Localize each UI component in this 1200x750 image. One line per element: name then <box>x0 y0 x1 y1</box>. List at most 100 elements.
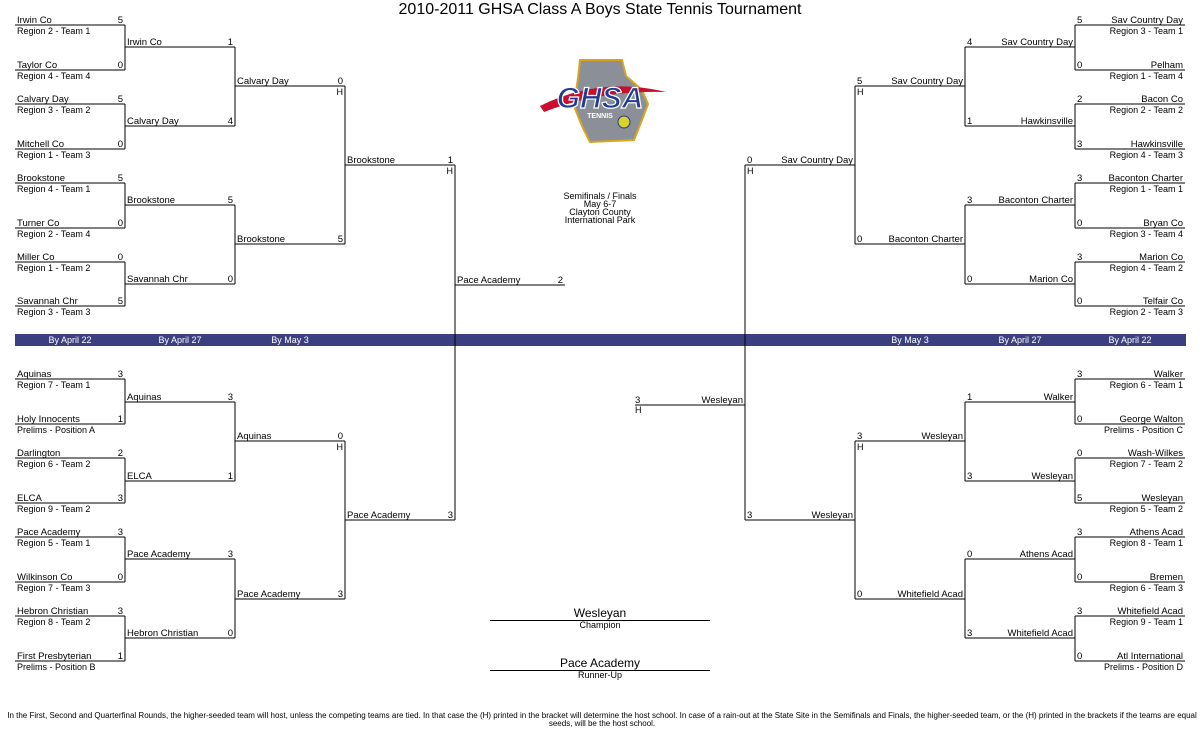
left-r1-score: 5 <box>118 296 123 307</box>
left-qf-team: Calvary Day <box>237 76 289 87</box>
right-r2-score: 3 <box>967 471 972 482</box>
right-r1-seed: Region 4 - Team 2 <box>1110 263 1183 273</box>
right-final-host: H <box>635 405 642 415</box>
right-r1-team: Wash-Wilkes <box>1128 448 1183 459</box>
left-r2-team: Hebron Christian <box>127 628 198 639</box>
left-r2-score: 1 <box>228 471 233 482</box>
left-final-team: Pace Academy <box>457 275 521 286</box>
right-qf-team: Sav Country Day <box>891 76 963 87</box>
ghsa-tennis-logo: GHSA TENNIS <box>540 59 666 144</box>
right-r1-seed: Region 9 - Team 1 <box>1110 617 1183 627</box>
left-r1-team: Pace Academy <box>17 527 81 538</box>
right-r1-score: 0 <box>1077 296 1082 307</box>
right-r1-seed: Region 8 - Team 1 <box>1110 538 1183 548</box>
runner-up-name: Pace Academy <box>559 656 641 670</box>
left-qf-team: Pace Academy <box>237 589 301 600</box>
right-r1-score: 0 <box>1077 448 1082 459</box>
band-label-left-r2: By April 27 <box>158 335 202 345</box>
left-r2-score: 4 <box>228 116 233 127</box>
left-r2-team: Aquinas <box>127 392 162 403</box>
right-r1-team: Marion Co <box>1139 252 1183 263</box>
left-r1-team: Calvary Day <box>17 94 69 105</box>
right-r2-team: Walker <box>1044 392 1073 403</box>
left-r1-score: 0 <box>118 139 123 150</box>
right-r1-seed: Region 6 - Team 3 <box>1110 583 1183 593</box>
left-r1-score: 5 <box>118 94 123 105</box>
left-r2-team: Savannah Chr <box>127 274 188 285</box>
champion-label: Champion <box>579 620 621 630</box>
right-qf-score: 5 <box>857 76 862 87</box>
band-label-left-r1: By April 22 <box>48 335 92 345</box>
right-qf-team: Whitefield Acad <box>898 589 963 600</box>
left-r1-seed: Prelims - Position A <box>17 425 95 435</box>
left-r1-score: 1 <box>118 651 123 662</box>
right-r2-score: 3 <box>967 195 972 206</box>
left-r1-score: 3 <box>118 369 123 380</box>
left-r1-score: 5 <box>118 173 123 184</box>
right-r1-team: Baconton Charter <box>1109 173 1183 184</box>
right-r1-score: 3 <box>1077 369 1082 380</box>
info-line: International Park <box>564 215 636 225</box>
right-r2-score: 0 <box>967 549 972 560</box>
left-r1-score: 1 <box>118 414 123 425</box>
right-r1-score: 0 <box>1077 60 1082 71</box>
left-r1-seed: Region 9 - Team 2 <box>17 504 90 514</box>
left-r2-team: Irwin Co <box>127 37 162 48</box>
right-sf-score: 3 <box>747 510 752 521</box>
left-r2-score: 0 <box>228 274 233 285</box>
left-r1-seed: Region 4 - Team 1 <box>17 184 90 194</box>
right-final-score: 3 <box>635 395 640 406</box>
right-r2-team: Marion Co <box>1029 274 1073 285</box>
right-r1-seed: Region 6 - Team 1 <box>1110 380 1183 390</box>
left-sf-host: H <box>447 166 454 176</box>
left-r1-seed: Region 2 - Team 4 <box>17 229 90 239</box>
right-r2-team: Hawkinsville <box>1021 116 1073 127</box>
right-r1-seed: Prelims - Position D <box>1104 662 1184 672</box>
right-r1-team: Atl International <box>1117 651 1183 662</box>
right-r1-seed: Region 1 - Team 1 <box>1110 184 1183 194</box>
left-qf-score: 0 <box>338 76 343 87</box>
left-r2-score: 5 <box>228 195 233 206</box>
champion-name: Wesleyan <box>573 606 627 620</box>
left-r1-seed: Prelims - Position B <box>17 662 96 672</box>
hosting-footnote: In the First, Second and Quarterfinal Ro… <box>7 711 1197 728</box>
left-r1-score: 5 <box>118 15 123 26</box>
right-r1-score: 3 <box>1077 173 1082 184</box>
left-r1-team: Taylor Co <box>17 60 57 71</box>
right-r1-team: Bremen <box>1150 572 1183 583</box>
left-r1-seed: Region 5 - Team 1 <box>17 538 90 548</box>
right-r1-team: Bryan Co <box>1143 218 1183 229</box>
right-r1-score: 3 <box>1077 139 1082 150</box>
band-label-right-qf: By May 3 <box>891 335 929 345</box>
left-sf-team: Pace Academy <box>347 510 411 521</box>
left-r2-team: Pace Academy <box>127 549 191 560</box>
left-r1-seed: Region 1 - Team 3 <box>17 150 90 160</box>
right-r1-team: Whitefield Acad <box>1118 606 1183 617</box>
right-qf-host: H <box>857 87 864 97</box>
right-r1-score: 3 <box>1077 606 1082 617</box>
right-r1-seed: Region 2 - Team 3 <box>1110 307 1183 317</box>
right-qf-host: H <box>857 442 864 452</box>
right-r1-seed: Region 4 - Team 3 <box>1110 150 1183 160</box>
runner-up-line <box>490 670 710 671</box>
right-r2-score: 4 <box>967 37 972 48</box>
left-r1-seed: Region 1 - Team 2 <box>17 263 90 273</box>
info-line: Semifinals / Finals <box>563 191 637 201</box>
left-r1-score: 0 <box>118 218 123 229</box>
left-r2-score: 0 <box>228 628 233 639</box>
left-sf-team: Brookstone <box>347 155 395 166</box>
band-label-left-qf: By May 3 <box>271 335 309 345</box>
right-final-team: Wesleyan <box>701 395 743 406</box>
right-r1-team: George Walton <box>1119 414 1183 425</box>
right-r1-score: 5 <box>1077 15 1082 26</box>
left-r1-seed: Region 3 - Team 2 <box>17 105 90 115</box>
left-qf-team: Brookstone <box>237 234 285 245</box>
left-qf-score: 0 <box>338 431 343 442</box>
left-final-score: 2 <box>558 275 563 286</box>
left-r1-team: Hebron Christian <box>17 606 88 617</box>
right-sf-team: Sav Country Day <box>781 155 853 166</box>
left-r2-score: 1 <box>228 37 233 48</box>
right-qf-score: 3 <box>857 431 862 442</box>
right-r2-team: Sav Country Day <box>1001 37 1073 48</box>
left-qf-score: 5 <box>338 234 343 245</box>
